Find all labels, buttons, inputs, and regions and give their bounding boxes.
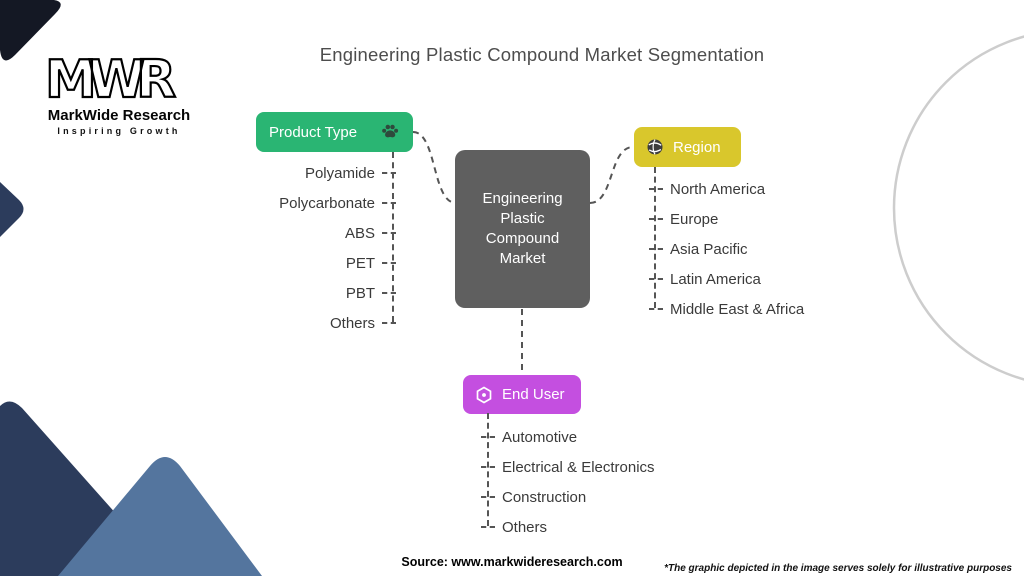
segment-item-label: North America <box>670 180 766 198</box>
segment-list-item: Europe <box>649 204 889 234</box>
dash-tick <box>382 232 396 234</box>
center-node-label: Engineering Plastic Compound Market <box>482 190 563 267</box>
end-user-spine <box>487 413 489 526</box>
logo-tagline: Inspiring Growth <box>57 126 181 136</box>
segment-item-label: Others <box>329 314 375 332</box>
segment-list-item: ABS <box>180 218 396 248</box>
dash-tick <box>649 278 663 280</box>
product-type-spine <box>392 152 394 322</box>
segment-item-label: Middle East & Africa <box>670 300 805 318</box>
region-label: Region <box>673 138 721 156</box>
product-type-label: Product Type <box>269 123 358 141</box>
segment-list-item: Latin America <box>649 264 889 294</box>
segment-list-item: Automotive <box>481 422 721 452</box>
connector-product-type <box>412 131 457 204</box>
logo-name: MarkWide Research <box>47 107 191 124</box>
logo-monogram-icon: MWR <box>44 49 185 111</box>
end-user-badge: End User <box>463 375 581 414</box>
segment-list-item: Others <box>180 308 396 338</box>
dash-tick <box>481 526 495 528</box>
segment-list-item: Polyamide <box>180 158 396 188</box>
dash-tick <box>649 308 663 310</box>
dash-tick <box>382 172 396 174</box>
region-badge: Region <box>634 127 741 167</box>
hexagon-icon <box>474 385 494 405</box>
dash-tick <box>382 202 396 204</box>
dash-tick <box>649 188 663 190</box>
segment-item-label: Asia Pacific <box>670 240 748 258</box>
dash-tick <box>382 292 396 294</box>
segment-list-item: Electrical & Electronics <box>481 452 721 482</box>
dash-tick <box>649 218 663 220</box>
segment-item-label: Europe <box>670 210 719 228</box>
dash-tick <box>481 496 495 498</box>
globe-icon <box>645 137 665 157</box>
product-type-badge: Product Type <box>256 112 413 152</box>
segment-item-label: Construction <box>502 488 587 506</box>
segment-list-item: PET <box>180 248 396 278</box>
dash-tick <box>382 262 396 264</box>
segment-list-item: PBT <box>180 278 396 308</box>
segment-item-label: Automotive <box>502 428 578 446</box>
page-title: Engineering Plastic Compound Market Segm… <box>319 44 765 65</box>
dash-tick <box>382 322 396 324</box>
right-arc-shape <box>892 35 1024 381</box>
segment-item-label: Polycarbonate <box>279 194 375 212</box>
disclaimer-text: *The graphic depicted in the image serve… <box>664 563 1012 574</box>
logo-monogram-text: MWR <box>45 52 175 106</box>
center-node: Engineering Plastic Compound Market <box>455 150 590 308</box>
source-text: Source: www.markwideresearch.com <box>401 555 623 569</box>
segment-item-label: Electrical & Electronics <box>502 458 655 476</box>
segment-item-label: PBT <box>345 284 375 302</box>
segment-list-item: Construction <box>481 482 721 512</box>
segment-item-label: ABS <box>344 224 375 242</box>
dash-tick <box>481 436 495 438</box>
dash-tick <box>649 248 663 250</box>
connector-region <box>589 146 634 204</box>
left-notch-shape <box>0 182 24 237</box>
markwide-logo: MWR MarkWide Research Inspiring Growth <box>34 49 204 136</box>
segment-item-label: PET <box>345 254 375 272</box>
segment-list-item: Polycarbonate <box>180 188 396 218</box>
paw-icon <box>380 122 400 142</box>
end-user-label: End User <box>502 386 565 403</box>
segment-list-item: North America <box>649 174 889 204</box>
segment-item-label: Polyamide <box>304 164 375 182</box>
segment-list-item: Middle East & Africa <box>649 294 889 324</box>
segment-list-item: Asia Pacific <box>649 234 889 264</box>
segment-item-label: Latin America <box>670 270 761 288</box>
segment-list-item: Others <box>481 512 721 542</box>
bottom-navy-shape <box>0 401 125 576</box>
dash-tick <box>481 466 495 468</box>
segment-item-label: Others <box>502 518 548 536</box>
region-spine <box>654 167 656 308</box>
